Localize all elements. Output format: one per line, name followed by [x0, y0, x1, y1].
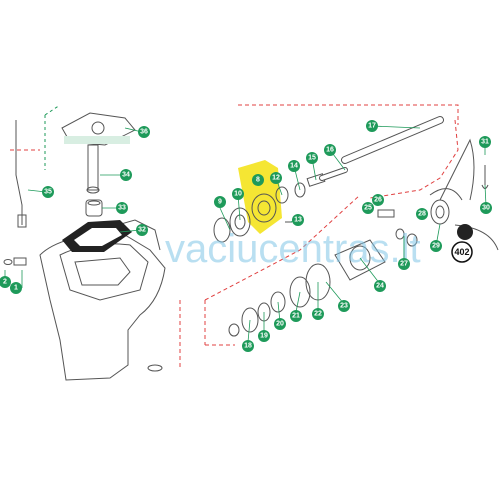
callout-14: 14	[288, 160, 300, 172]
callout-15: 15	[306, 152, 318, 164]
callout-29: 29	[430, 240, 442, 252]
callout-35: 35	[42, 186, 54, 198]
svg-text:33: 33	[118, 205, 126, 212]
svg-text:12: 12	[272, 175, 280, 182]
svg-text:27: 27	[400, 261, 408, 268]
callout-32: 32	[136, 224, 148, 236]
callout-21: 21	[290, 310, 302, 322]
callout-13: 13	[292, 214, 304, 226]
svg-text:20: 20	[276, 321, 284, 328]
callout-33: 33	[116, 202, 128, 214]
svg-text:25: 25	[364, 205, 372, 212]
upper-row-parts	[213, 167, 348, 243]
shift-rod	[15, 120, 27, 228]
callout-20: 20	[274, 318, 286, 330]
callout-18: 18	[242, 340, 254, 352]
callout-22: 22	[312, 308, 324, 320]
propeller	[429, 138, 499, 251]
upper-group-boundary	[238, 104, 459, 199]
svg-text:16: 16	[326, 147, 334, 154]
svg-text:8: 8	[256, 177, 260, 184]
callout-31: 31	[479, 136, 491, 148]
watermark: vaciucentras.lt	[165, 227, 421, 271]
callout-17: 17	[366, 120, 378, 132]
svg-text:2: 2	[3, 279, 7, 286]
svg-text:15: 15	[308, 155, 316, 162]
gasket	[62, 220, 132, 252]
svg-text:34: 34	[122, 172, 130, 179]
svg-text:32: 32	[138, 227, 146, 234]
callout-26: 26	[372, 194, 384, 206]
bushing	[85, 199, 103, 217]
callout-16: 16	[324, 144, 336, 156]
svg-text:23: 23	[340, 303, 348, 310]
svg-text:29: 29	[432, 243, 440, 250]
svg-text:13: 13	[294, 217, 302, 224]
callout-19: 19	[258, 330, 270, 342]
part-number-badge: 402	[451, 241, 473, 263]
callout-9: 9	[214, 196, 226, 208]
callouts: 1 2 8 9 10 12 13 14 15 16 17 18 19 20 21…	[0, 120, 492, 352]
bolt-and-washer	[3, 257, 27, 266]
svg-text:10: 10	[234, 191, 242, 198]
svg-text:28: 28	[418, 211, 426, 218]
svg-text:36: 36	[140, 129, 148, 136]
svg-text:26: 26	[374, 197, 382, 204]
svg-text:9: 9	[218, 199, 222, 206]
svg-text:21: 21	[292, 313, 300, 320]
callout-10: 10	[232, 188, 244, 200]
pump-housing	[61, 112, 136, 146]
callout-24: 24	[374, 280, 386, 292]
svg-text:1: 1	[14, 285, 18, 292]
svg-text:31: 31	[481, 139, 489, 146]
callout-28: 28	[416, 208, 428, 220]
svg-text:18: 18	[244, 343, 252, 350]
svg-text:35: 35	[44, 189, 52, 196]
svg-text:22: 22	[314, 311, 322, 318]
callout-23: 23	[338, 300, 350, 312]
callout-1: 1	[10, 282, 22, 294]
callout-36: 36	[138, 126, 150, 138]
leader-lines	[4, 125, 487, 343]
drive-shaft-tube	[86, 144, 100, 194]
callout-34: 34	[120, 169, 132, 181]
svg-text:14: 14	[290, 163, 298, 170]
callout-2: 2	[0, 276, 11, 288]
propeller-shaft	[341, 116, 444, 164]
lower-group-boundary	[204, 194, 361, 346]
left-group-boundary	[10, 149, 181, 370]
callout-30: 30	[480, 202, 492, 214]
svg-text:30: 30	[482, 205, 490, 212]
cotter-pin	[481, 165, 489, 189]
callout-12: 12	[270, 172, 282, 184]
callout-25: 25	[362, 202, 374, 214]
svg-text:402: 402	[454, 247, 469, 257]
callout-8: 8	[252, 174, 264, 186]
svg-text:24: 24	[376, 283, 384, 290]
svg-text:17: 17	[368, 123, 376, 130]
svg-text:19: 19	[260, 333, 268, 340]
callout-27: 27	[398, 258, 410, 270]
housing-boundary	[44, 104, 61, 170]
